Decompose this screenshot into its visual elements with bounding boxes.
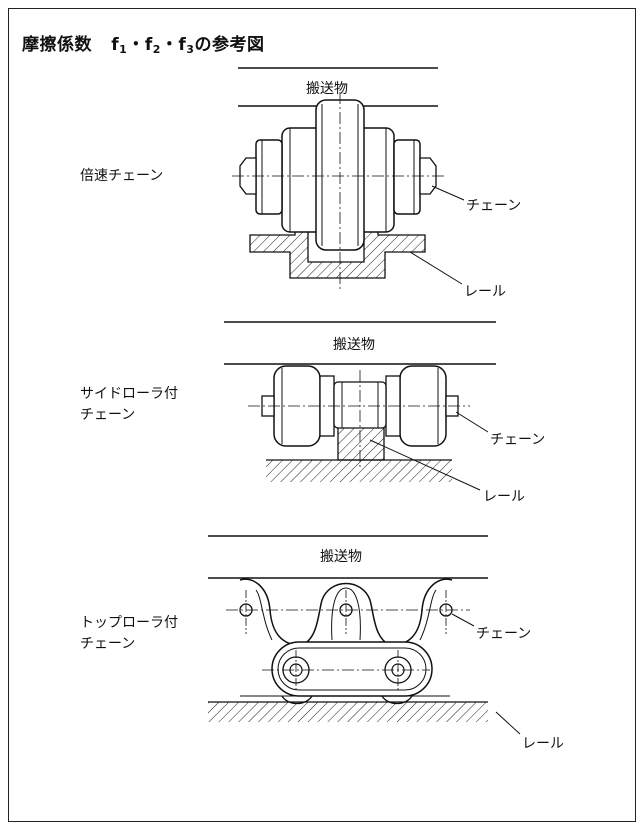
ground-hatch <box>266 460 452 482</box>
diagram-double-speed-chain <box>232 67 465 290</box>
load-label-3: 搬送物 <box>320 549 362 565</box>
load-label-1: 搬送物 <box>306 81 348 97</box>
rail-label-1: レール <box>464 284 506 300</box>
title-main: 摩擦係数 <box>22 35 92 55</box>
type-label-2-line2: チェーン <box>80 407 136 423</box>
chain-label-2: チェーン <box>490 432 546 448</box>
type-label-3-line2: チェーン <box>80 636 136 652</box>
title-suffix: の参考図 <box>194 35 265 55</box>
title-f3: f <box>178 35 187 55</box>
type-label-3-line1: トップローラ付 <box>80 615 178 631</box>
title-f1: f <box>111 35 120 55</box>
rail-leader <box>409 251 463 285</box>
type-label-1: 倍速チェーン <box>80 168 164 184</box>
title-f2: f <box>144 35 153 55</box>
figure-frame <box>8 8 636 822</box>
chain-label-1: チェーン <box>466 198 522 214</box>
rail-label-3: レール <box>522 736 564 752</box>
type-label-2-line1: サイドローラ付 <box>80 386 178 402</box>
link-plate <box>271 641 433 697</box>
diagram-side-roller-chain <box>224 321 496 491</box>
left-plate <box>255 139 283 215</box>
title-dot1: ・ <box>127 35 145 55</box>
figure-title: 摩擦係数 f1・f2・f3の参考図 <box>22 30 264 56</box>
title-dot2: ・ <box>160 35 179 55</box>
title-sub3: 3 <box>186 43 195 56</box>
right-plate <box>393 139 421 215</box>
chain-label-3: チェーン <box>476 626 532 642</box>
rail-label-2: レール <box>483 489 525 505</box>
title-sub1: 1 <box>119 43 128 56</box>
load-label-2: 搬送物 <box>333 337 375 353</box>
title-sub2: 2 <box>152 43 161 56</box>
chain-leader <box>431 185 465 201</box>
diagram-top-roller-chain <box>208 535 521 735</box>
top-roller-lobe <box>299 582 393 647</box>
